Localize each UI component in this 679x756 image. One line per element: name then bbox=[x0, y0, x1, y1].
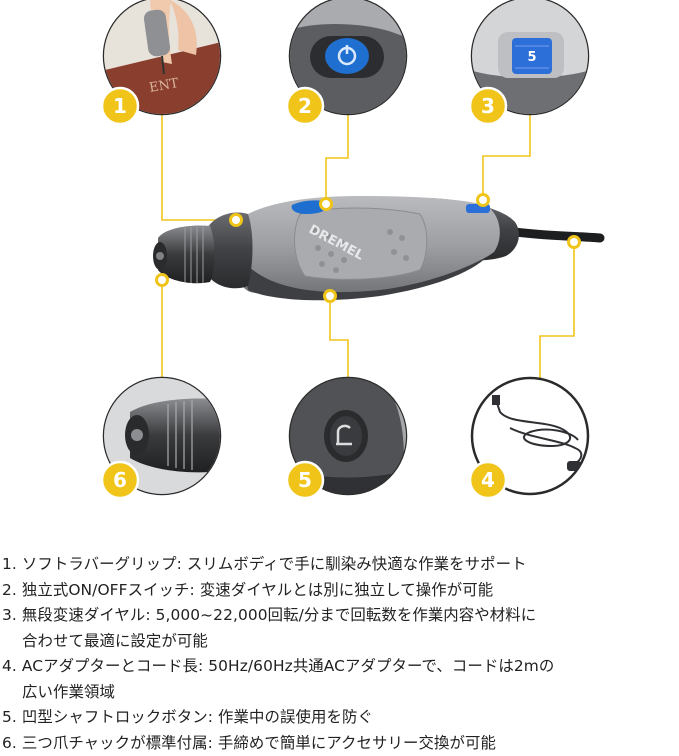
grip-texture bbox=[312, 227, 409, 273]
svg-text:ENT: ENT bbox=[148, 76, 180, 96]
tool-nose bbox=[204, 212, 253, 289]
feature-line: 2. 独立式ON/OFFスイッチ: 変速ダイヤルとは別に独立して操作が可能 bbox=[2, 580, 494, 599]
tool-grip-band bbox=[244, 256, 488, 301]
callout-6 bbox=[102, 376, 222, 496]
feature-item-6: 6. 三つ爪チャックが標準付属: 手締めで簡単にアクセサリー交換が可能 bbox=[2, 731, 677, 756]
badge-6: 6 bbox=[100, 460, 140, 500]
chuck-knurl bbox=[184, 227, 204, 283]
feature-line-continued: 広い作業領域 bbox=[22, 682, 115, 701]
leader-line-2 bbox=[325, 114, 349, 204]
leader-lines bbox=[161, 114, 575, 378]
leader-line-5 bbox=[329, 296, 349, 378]
connector-dot-6 bbox=[155, 273, 169, 287]
feature-item-1: 1. ソフトラバーグリップ: スリムボディで手に馴染み快適な作業をサポート bbox=[2, 552, 677, 578]
feature-item-5: 5. 凹型シャフトロックボタン: 作業中の誤使用を防ぐ bbox=[2, 705, 677, 731]
feature-line-continued: 合わせて最適に設定が可能 bbox=[22, 631, 208, 650]
feature-item-3: 3. 無段変速ダイヤル: 5,000~22,000回転/分まで回転数を作業内容や… bbox=[2, 603, 677, 654]
badge-1: 1 bbox=[100, 86, 140, 126]
badge-3: 3 bbox=[468, 86, 508, 126]
feature-line: 5. 凹型シャフトロックボタン: 作業中の誤使用を防ぐ bbox=[2, 708, 373, 726]
feature-list: 1. ソフトラバーグリップ: スリムボディで手に馴染み快適な作業をサポート 2.… bbox=[2, 552, 677, 756]
product-diagram: DREMEL ENT bbox=[100, 0, 605, 500]
connector-dot-4 bbox=[567, 235, 581, 249]
svg-text:5: 5 bbox=[298, 468, 312, 492]
svg-text:4: 4 bbox=[481, 468, 495, 492]
svg-text:6: 6 bbox=[113, 468, 127, 492]
callout-4 bbox=[470, 376, 590, 496]
callout-5 bbox=[288, 376, 408, 496]
badge-4: 4 bbox=[468, 460, 508, 500]
feature-item-4: 4. ACアダプターとコード長: 50Hz/60Hz共通ACアダプターで、コード… bbox=[2, 654, 677, 705]
leader-line-1 bbox=[161, 114, 236, 221]
connector-dot-1 bbox=[229, 213, 243, 227]
speed-dial-number: 5 bbox=[527, 50, 536, 65]
feature-line: 6. 三つ爪チャックが標準付属: 手締めで簡単にアクセサリー交換が可能 bbox=[2, 733, 496, 752]
badge-2: 2 bbox=[285, 86, 325, 126]
connector-dot-2 bbox=[319, 197, 333, 211]
feature-line: 4. ACアダプターとコード長: 50Hz/60Hz共通ACアダプターで、コード… bbox=[2, 657, 555, 675]
three-jaw-chuck bbox=[158, 225, 215, 284]
connector-dot-5 bbox=[323, 289, 337, 303]
svg-text:2: 2 bbox=[298, 94, 312, 118]
feature-item-2: 2. 独立式ON/OFFスイッチ: 変速ダイヤルとは別に独立して操作が可能 bbox=[2, 578, 677, 604]
rotary-tool: DREMEL bbox=[153, 196, 605, 301]
leader-line-4 bbox=[539, 248, 575, 378]
number-badges: 1 2 3 4 5 6 bbox=[100, 86, 508, 500]
feature-line: 3. 無段変速ダイヤル: 5,000~22,000回転/分まで回転数を作業内容や… bbox=[2, 606, 537, 624]
badge-5: 5 bbox=[285, 460, 325, 500]
svg-text:1: 1 bbox=[113, 94, 127, 118]
leader-line-3 bbox=[482, 114, 531, 200]
svg-text:3: 3 bbox=[481, 94, 495, 118]
feature-line: 1. ソフトラバーグリップ: スリムボディで手に馴染み快適な作業をサポート bbox=[2, 555, 527, 573]
soft-rubber-grip bbox=[294, 207, 428, 280]
connector-dot-3 bbox=[476, 193, 490, 207]
connector-dots bbox=[155, 193, 581, 303]
